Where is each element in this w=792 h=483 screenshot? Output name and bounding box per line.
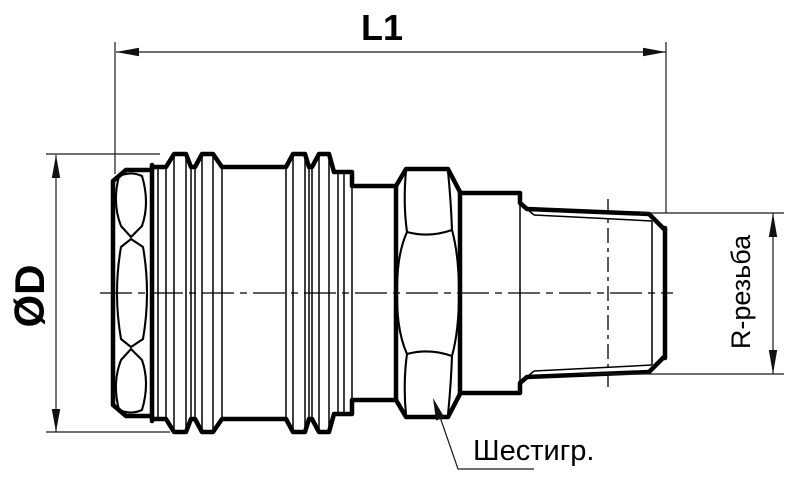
l1-arrow-left — [116, 47, 139, 57]
hex-callout-arrow — [433, 398, 445, 421]
l1-dimension-label: L1 — [361, 7, 403, 48]
thread-dimension-label: R-резьба — [726, 234, 756, 349]
thread-end-outline — [457, 190, 668, 396]
sleeve-outline — [149, 151, 399, 435]
hex-callout-label: Шестигр. — [473, 435, 594, 467]
thread-arrow-bottom — [768, 350, 778, 374]
dimension-diameter: ØD — [6, 153, 170, 433]
dimension-l1: L1 — [114, 7, 667, 213]
sleeve-rib-edge-lines — [157, 156, 353, 430]
dimension-thread: R-резьба — [580, 212, 784, 375]
thread-arrow-top — [768, 213, 778, 237]
hex-nut-face-arcs — [395, 169, 461, 417]
thread-minor-lines — [519, 204, 653, 382]
diameter-arrow-top — [51, 155, 61, 178]
hex-callout: Шестигр. — [433, 398, 594, 470]
end-cap-facets — [114, 172, 149, 414]
l1-arrow-right — [643, 47, 666, 57]
diameter-dimension-label: ØD — [6, 265, 53, 328]
diameter-arrow-bottom — [51, 409, 61, 432]
